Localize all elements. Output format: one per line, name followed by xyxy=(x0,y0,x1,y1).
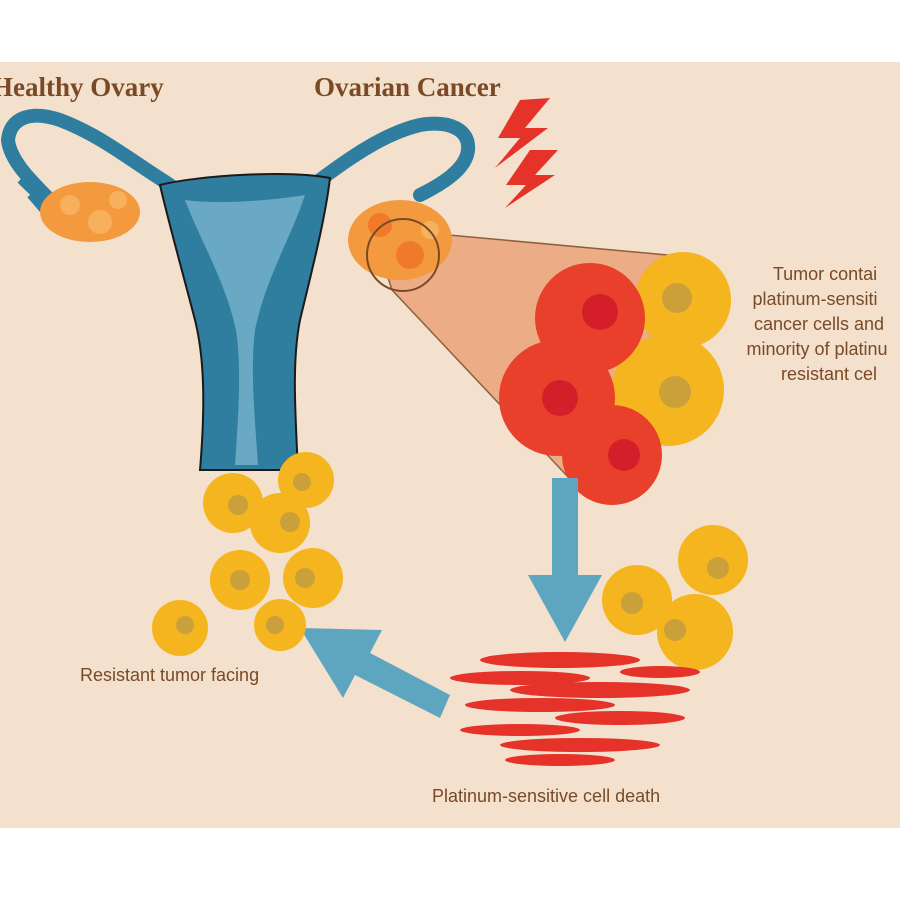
down-arrow-icon xyxy=(528,478,602,642)
tumor-line-3: cancer cells and xyxy=(753,314,885,334)
cell-death-smear xyxy=(450,652,700,766)
left-fallopian-tube xyxy=(0,108,177,207)
resistant-tumor-cells xyxy=(152,452,343,656)
tumor-line-4: minority of platinu xyxy=(746,339,888,359)
ovarian-cancer-title: Ovarian Cancer xyxy=(314,72,501,102)
lightning-icon xyxy=(495,98,550,168)
uterus xyxy=(0,108,476,471)
diagram-background xyxy=(0,62,900,828)
right-fallopian-tube xyxy=(313,116,476,202)
tumor-line-2: platinum-sensiti xyxy=(752,289,878,309)
tumor-line-5: resistant cel xyxy=(780,364,878,384)
healthy-ovary xyxy=(40,182,140,242)
tumor-description: Tumor contai platinum-sensiti cancer cel… xyxy=(740,264,900,384)
healthy-ovary-title: Healthy Ovary xyxy=(0,72,164,102)
return-arrow-icon xyxy=(300,628,450,718)
cancerous-ovary xyxy=(348,200,452,292)
resistant-tumor-caption: Resistant tumor facing xyxy=(80,665,260,685)
tumor-cell-cluster xyxy=(499,252,731,505)
cell-death-caption: Platinum-sensitive cell death xyxy=(432,786,661,806)
magnifier-circle xyxy=(366,218,440,292)
uterus-cavity xyxy=(185,195,305,465)
lightning-icon-2 xyxy=(505,150,558,208)
surviving-resistant-cells xyxy=(602,525,748,670)
tumor-line-1: Tumor contai xyxy=(772,264,878,284)
